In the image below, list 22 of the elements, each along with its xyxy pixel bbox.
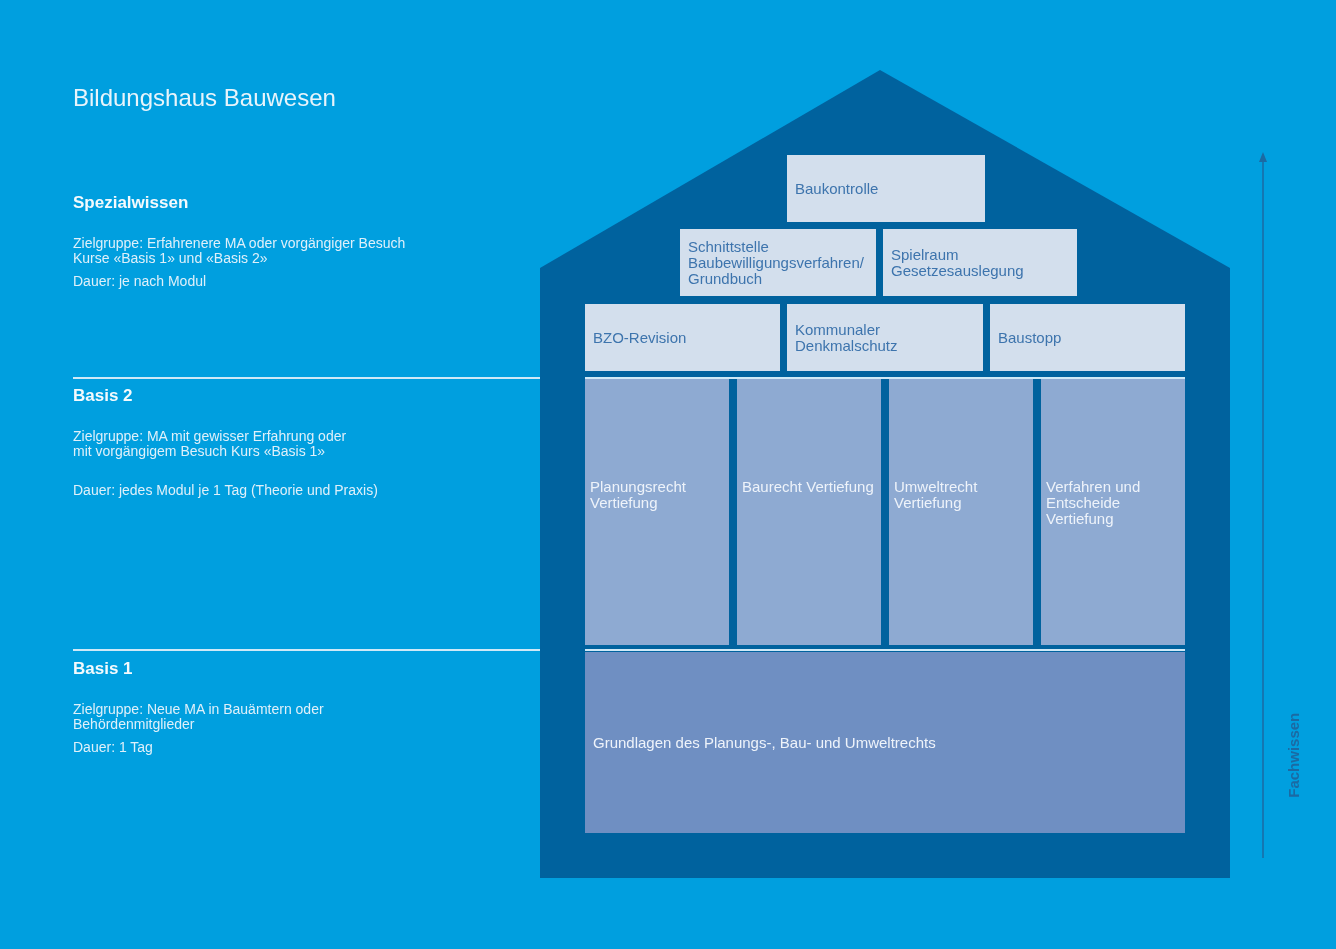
module-column: Umweltrecht Vertiefung [889,379,1033,645]
level-heading: Spezialwissen [73,192,190,214]
title: Bildungshaus Bauwesen [73,83,336,113]
module-box: BZO-Revision [585,304,780,371]
level-description: Zielgruppe: MA mit gewisser Erfahrung oder mit vorgängigem Besuch Kurs «Basis 1» [73,429,348,459]
level-heading: Basis 2 [73,385,134,407]
level-description: Dauer: jedes Modul je 1 Tag (Theorie und Praxis) [73,483,379,498]
axis-label: Fachwissen [1284,712,1304,798]
module-column: Baurecht Vertiefung [737,379,881,645]
module-column: Verfahren und Entscheide Vertiefung [1041,379,1185,645]
level-description: Zielgruppe: Neue MA in Bauämtern oder Behördenmitglieder [73,702,325,732]
level-heading: Basis 1 [73,658,134,680]
level-description: Dauer: je nach Modul [73,274,208,289]
module-box: Baustopp [990,304,1185,371]
foundation-box: Grundlagen des Planungs-, Bau- und Umweltrechts [585,652,1185,833]
module-box: Kommunaler Denkmalschutz [787,304,983,371]
module-box: Schnittstelle Baubewilligungsverfahren/ Grundbuch [680,229,876,296]
module-box: Spielraum Gesetzesauslegung [883,229,1077,296]
level-description: Dauer: 1 Tag [73,740,154,755]
level-description: Zielgruppe: Erfahrenere MA oder vorgängiger Besuch Kurse «Basis 1» und «Basis 2» [73,236,407,266]
module-box: Baukontrolle [787,155,985,222]
module-column: Planungsrecht Vertiefung [585,379,729,645]
